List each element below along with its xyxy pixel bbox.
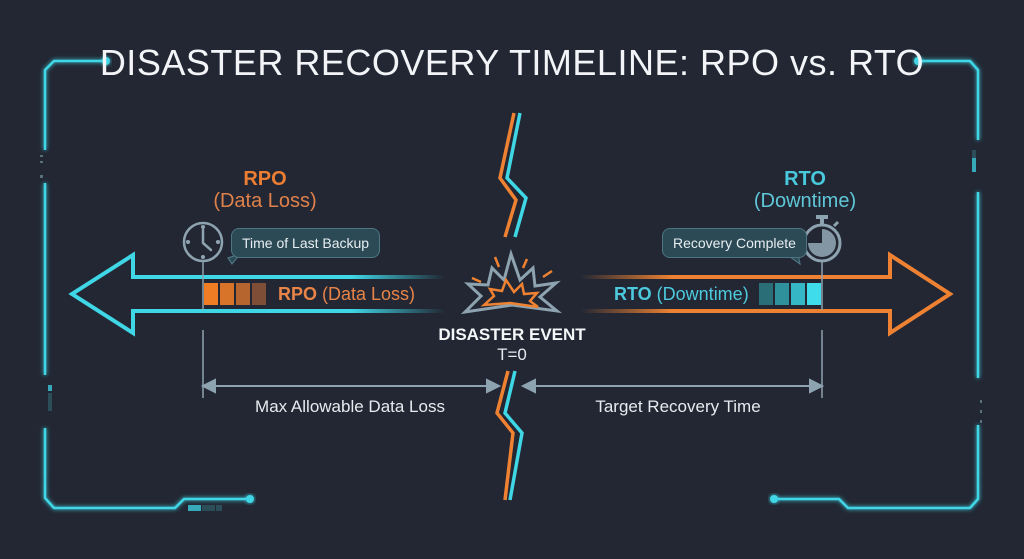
span-label-max-data-loss: Max Allowable Data Loss xyxy=(255,397,445,416)
frame-top-left xyxy=(43,59,106,480)
page-title: DISASTER RECOVERY TIMELINE: RPO vs. RTO xyxy=(99,42,925,83)
stopwatch-icon xyxy=(802,215,842,263)
hud-decor xyxy=(40,150,982,511)
rto-arrow xyxy=(580,251,954,337)
rpo-segment-blocks xyxy=(204,283,266,305)
rto-bar-label: RTO (Downtime) xyxy=(614,284,749,305)
frame-node-top-left xyxy=(102,57,110,65)
clock-icon xyxy=(182,221,224,263)
explosion-icon xyxy=(460,248,563,315)
disaster-event-title: DISASTER EVENT xyxy=(438,325,586,344)
frame-node-bottom-left xyxy=(246,495,254,503)
frame-bottom-right xyxy=(774,480,980,510)
rpo-arrow xyxy=(68,251,445,337)
crack-bottom xyxy=(495,370,524,501)
rpo-bar-label: RPO (Data Loss) xyxy=(278,284,415,305)
rpo-subheading: (Data Loss) xyxy=(213,190,317,212)
rto-bar-label-rest: (Downtime) xyxy=(651,284,749,304)
rto-segment-blocks xyxy=(759,283,821,305)
rpo-heading: RPO xyxy=(243,168,287,190)
frame-node-bottom-right xyxy=(770,495,778,503)
rpo-bar-label-rest: (Data Loss) xyxy=(317,284,416,304)
rpo-bar-label-bold: RPO xyxy=(278,284,318,304)
span-label-target-recovery: Target Recovery Time xyxy=(595,397,761,416)
frame-node-top-right xyxy=(914,57,922,65)
frame-bottom-left xyxy=(43,480,250,510)
disaster-event-time: T=0 xyxy=(497,345,527,364)
rto-bar-label-bold: RTO xyxy=(614,284,652,304)
dimension-arrow-right xyxy=(520,378,825,394)
crack-top xyxy=(498,112,528,238)
frame-top-right xyxy=(918,59,980,480)
rto-heading: RTO xyxy=(784,168,826,190)
rto-subheading: (Downtime) xyxy=(753,190,857,212)
dimension-arrow-left xyxy=(200,378,502,394)
callout-recovery-complete: Recovery Complete xyxy=(662,228,807,258)
callout-last-backup: Time of Last Backup xyxy=(231,228,381,258)
